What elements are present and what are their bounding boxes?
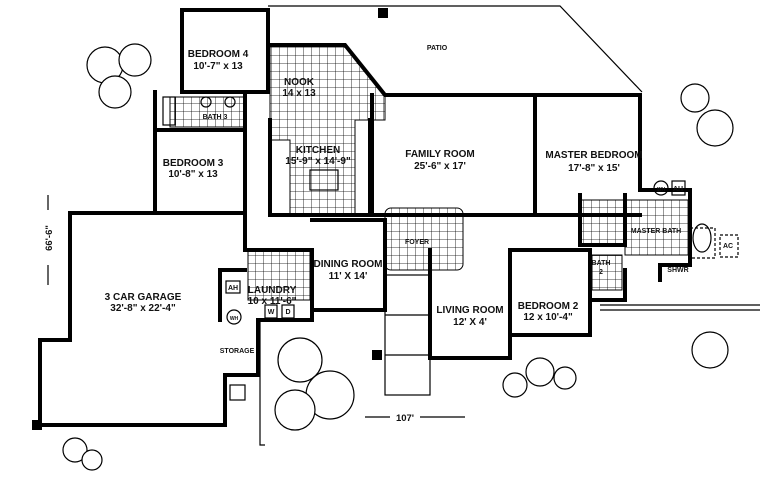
nook-size: 14 x 13 bbox=[282, 88, 316, 99]
walls bbox=[32, 5, 760, 446]
depth-dimension-label: 66'-6" bbox=[44, 225, 55, 251]
bedroom2-size: 12 x 10'-4" bbox=[523, 312, 573, 323]
garage-air-handler: AH bbox=[228, 285, 238, 292]
master-bedroom-size: 17'-8" x 15' bbox=[568, 163, 620, 174]
kitchen-label: KITCHEN bbox=[296, 145, 340, 156]
landscape-trees bbox=[62, 43, 734, 471]
width-dimension-label: 107' bbox=[396, 413, 414, 424]
laundry-label: LAUNDRY bbox=[248, 285, 297, 296]
shower-label: SHWR bbox=[667, 267, 688, 274]
washer: W bbox=[268, 309, 275, 316]
foyer-label: FOYER bbox=[405, 239, 429, 246]
bath2-number: 2 bbox=[599, 269, 603, 276]
master-bath-label: MASTER BATH bbox=[631, 228, 681, 235]
garage-size: 32'-8" x 22'-4" bbox=[110, 303, 176, 314]
master-air-handler: AH bbox=[673, 186, 683, 193]
family-room-label: FAMILY ROOM bbox=[405, 149, 474, 160]
dryer: D bbox=[285, 309, 290, 316]
bedroom4-size: 10'-7" x 13 bbox=[193, 61, 243, 72]
family-room-size: 25'-6" x 17' bbox=[414, 161, 466, 172]
bath2-label: BATH bbox=[592, 260, 611, 267]
living-room-size: 12' X 4' bbox=[453, 317, 487, 328]
dining-room-size: 11' X 14' bbox=[329, 271, 368, 282]
storage-label: STORAGE bbox=[220, 348, 255, 355]
tiled-floors bbox=[169, 44, 691, 301]
width-dimension: 107' bbox=[365, 413, 465, 424]
master-bedroom-label: MASTER BEDROOM bbox=[545, 150, 642, 161]
garage-water-heater: WH bbox=[230, 316, 239, 322]
bedroom3-label: BEDROOM 3 bbox=[163, 158, 224, 169]
bedroom2-label: BEDROOM 2 bbox=[518, 301, 579, 312]
laundry-size: 10 x 11'-6" bbox=[248, 296, 297, 307]
bedroom3-size: 10'-8" x 13 bbox=[168, 169, 218, 180]
bath3-label: BATH 3 bbox=[203, 114, 228, 121]
master-water-heater: WH bbox=[657, 187, 666, 193]
kitchen-size: 15'-9" x 14'-9" bbox=[285, 156, 351, 167]
bedroom4-label: BEDROOM 4 bbox=[188, 49, 249, 60]
garage-label: 3 CAR GARAGE bbox=[105, 292, 182, 303]
living-room-label: LIVING ROOM bbox=[436, 305, 503, 316]
depth-dimension: 66'-6" bbox=[44, 195, 55, 285]
ac-unit: AC bbox=[723, 243, 733, 250]
patio-label: PATIO bbox=[427, 45, 448, 52]
nook-label: NOOK bbox=[284, 77, 315, 88]
dining-room-label: DINING ROOM bbox=[314, 259, 383, 270]
